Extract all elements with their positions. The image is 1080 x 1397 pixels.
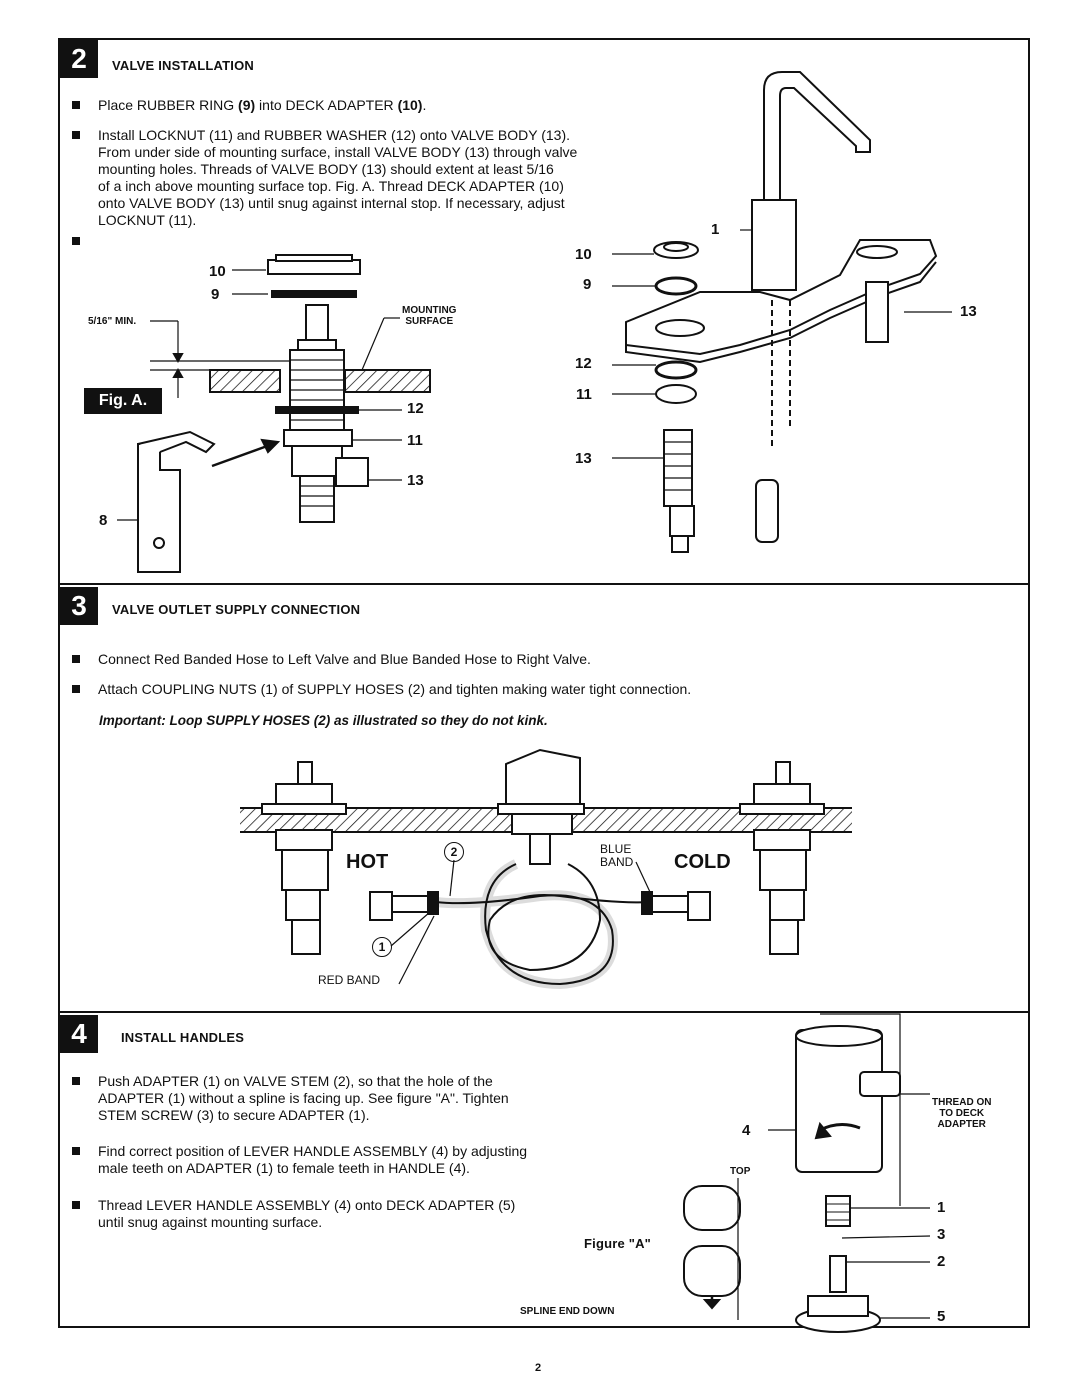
callout-12-right: 12 <box>575 355 592 372</box>
step-2-bullet-3 <box>72 233 108 250</box>
text-line: Install LOCKNUT (11) and RUBBER WASHER (… <box>98 127 571 143</box>
fig-a-label: Fig. A. <box>84 388 162 414</box>
callout-10-left: 10 <box>209 263 226 280</box>
step-3-title: VALVE OUTLET SUPPLY CONNECTION <box>112 602 361 617</box>
callout-5-step4: 5 <box>937 1308 946 1325</box>
cold-label: COLD <box>674 851 731 873</box>
top-label: TOP <box>730 1166 751 1177</box>
callout-2-step4: 2 <box>937 1253 946 1270</box>
page-frame <box>58 38 1030 1328</box>
text-line: LOCKNUT (11). <box>98 212 197 228</box>
step-3-bullet-1: Connect Red Banded Hose to Left Valve an… <box>72 651 591 668</box>
callout-4: 4 <box>742 1122 751 1139</box>
step-4-bullet-1: Push ADAPTER (1) on VALVE STEM (2), so t… <box>72 1073 638 1124</box>
text-line: Push ADAPTER (1) on VALVE STEM (2), so t… <box>98 1073 493 1089</box>
callout-13-right: 13 <box>960 303 977 320</box>
text-line: STEM SCREW (3) to secure ADAPTER (1). <box>98 1107 370 1123</box>
callout-12-left: 12 <box>407 400 424 417</box>
text-line: From under side of mounting surface, ins… <box>98 144 578 160</box>
step-4-title: INSTALL HANDLES <box>121 1030 245 1045</box>
thread-on-deck-adapter-label: THREAD ON TO DECK ADAPTER <box>932 1097 991 1130</box>
text-line: Thread LEVER HANDLE ASSEMBLY (4) onto DE… <box>98 1197 516 1213</box>
callout-13-left: 13 <box>407 472 424 489</box>
callout-8: 8 <box>99 512 108 529</box>
callout-1-circle: 1 <box>372 937 392 957</box>
spline-end-down-label: SPLINE END DOWN <box>520 1306 615 1317</box>
callout-1-right: 1 <box>711 221 720 238</box>
text-line: Find correct position of LEVER HANDLE AS… <box>98 1143 528 1159</box>
text-line: male teeth on ADAPTER (1) to female teet… <box>98 1160 470 1176</box>
label-line: THREAD ON <box>932 1097 992 1108</box>
step-2-bullet-2: Install LOCKNUT (11) and RUBBER WASHER (… <box>72 127 708 229</box>
callout-11-right: 11 <box>576 386 592 403</box>
text-line: ADAPTER (1) without a spline is facing u… <box>98 1090 509 1106</box>
hot-label: HOT <box>346 851 389 873</box>
callout-3-step4: 3 <box>937 1226 946 1243</box>
label-line: BLUE <box>600 842 632 856</box>
callout-9-left: 9 <box>211 286 220 303</box>
label-line: ADAPTER <box>937 1119 986 1130</box>
step-4-bullet-2: Find correct position of LEVER HANDLE AS… <box>72 1143 658 1177</box>
callout-11-left: 11 <box>407 432 423 449</box>
callout-9-right: 9 <box>583 276 592 293</box>
callout-1-step4: 1 <box>937 1199 946 1216</box>
section-divider-3-4 <box>58 1011 1030 1013</box>
text-line: until snug against mounting surface. <box>98 1214 323 1230</box>
mounting-surface-label: MOUNTING SURFACE <box>402 305 456 327</box>
figure-a-caption: Figure "A" <box>584 1236 652 1251</box>
callout-13-right-lower: 13 <box>575 450 592 467</box>
callout-2-circle: 2 <box>444 842 464 862</box>
step-2-number: 2 <box>60 40 98 78</box>
text-line: of a inch above mounting surface top. Fi… <box>98 178 564 194</box>
step-4-number: 4 <box>60 1015 98 1053</box>
step-2-title: VALVE INSTALLATION <box>112 58 255 73</box>
red-band-label: RED BAND <box>318 973 381 987</box>
label-line: TO DECK <box>939 1108 985 1119</box>
text-line: onto VALVE BODY (13) until snug against … <box>98 195 565 211</box>
step-3-number: 3 <box>60 587 98 625</box>
step-2-bullet-1: Place RUBBER RING (9) into DECK ADAPTER … <box>72 97 426 114</box>
step-3-note: Important: Loop SUPPLY HOSES (2) as illu… <box>99 713 548 728</box>
blue-band-label: BLUE BAND <box>600 843 633 869</box>
min-distance-label: 5/16" MIN. <box>88 316 137 327</box>
section-divider-2-3 <box>58 583 1030 585</box>
step-4-bullet-3: Thread LEVER HANDLE ASSEMBLY (4) onto DE… <box>72 1197 638 1231</box>
label-line: SURFACE <box>405 316 454 327</box>
callout-10-right: 10 <box>575 246 592 263</box>
page-number: 2 <box>535 1362 542 1374</box>
label-line: BAND <box>600 855 634 869</box>
label-line: MOUNTING <box>402 305 457 316</box>
step-3-bullet-2: Attach COUPLING NUTS (1) of SUPPLY HOSES… <box>72 681 691 698</box>
text-line: mounting holes. Threads of VALVE BODY (1… <box>98 161 554 177</box>
